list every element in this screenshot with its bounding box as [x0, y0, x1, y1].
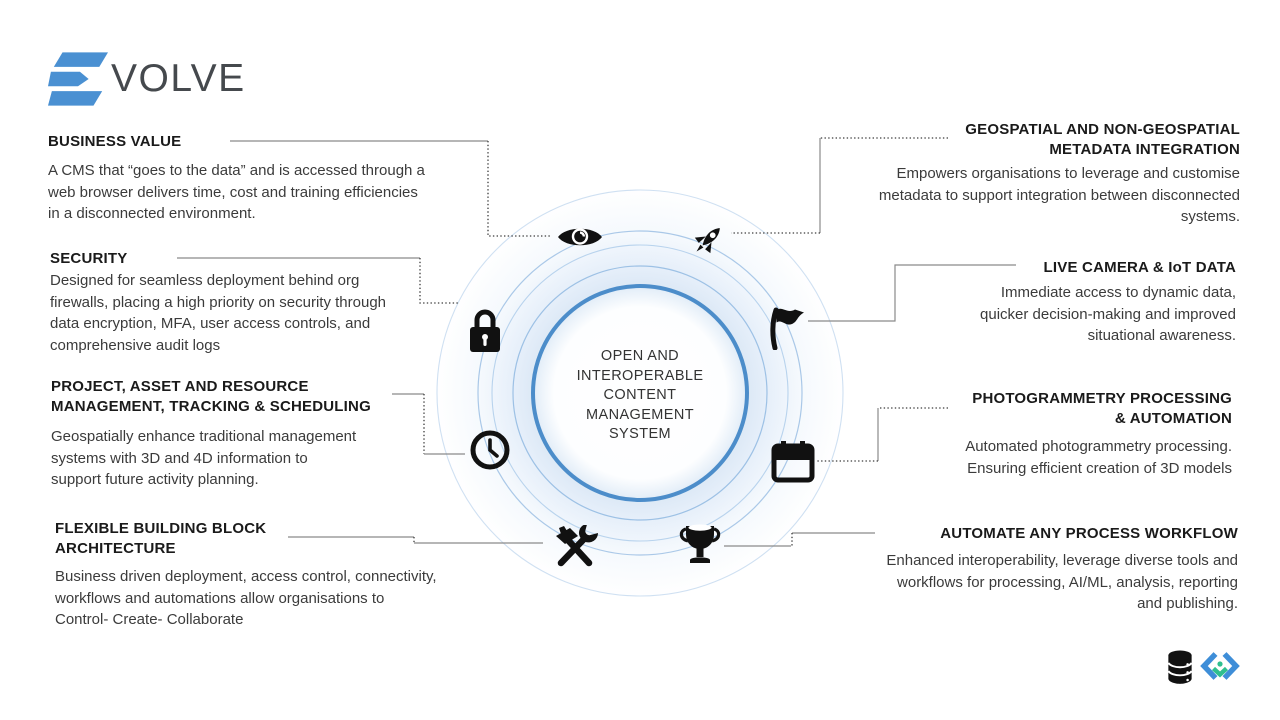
center-circle-label: OPEN AND INTEROPERABLE CONTENT MANAGEMEN… [576, 348, 704, 442]
flag-icon [766, 306, 806, 350]
company-logo-mark-icon [1200, 651, 1240, 681]
callout-title: BUSINESS VALUE [48, 133, 182, 150]
callout-body: Empowers organisations to leverage and c… [878, 165, 1240, 225]
callout-title: SECURITY [50, 250, 128, 267]
ring-outer-faint [436, 189, 844, 597]
callout-security: SECURITY Designed for seamless deploymen… [50, 249, 470, 356]
trophy-icon [679, 523, 721, 567]
callout-title: AUTOMATE ANY PROCESS WORKFLOW [940, 525, 1238, 542]
lock-icon [466, 306, 504, 354]
callout-title: GEOSPATIAL AND NON-GEOSPATIAL METADATA I… [965, 121, 1240, 158]
callout-body: A CMS that “goes to the data” and is acc… [48, 162, 425, 222]
brand-logo-text: VOLVE [111, 57, 246, 100]
callout-automate-workflow: AUTOMATE ANY PROCESS WORKFLOW Enhanced i… [808, 524, 1238, 615]
callout-body: Designed for seamless deployment behind … [50, 272, 386, 354]
eye-icon [557, 223, 603, 251]
callout-project-asset-resource: PROJECT, ASSET AND RESOURCE MANAGEMENT, … [51, 377, 471, 491]
connector-lines [177, 137, 1016, 547]
callout-geospatial-metadata: GEOSPATIAL AND NON-GEOSPATIAL METADATA I… [810, 120, 1240, 228]
evolve-e-mark-icon [48, 52, 108, 106]
ring-inner-thin [512, 265, 768, 521]
ring-main [531, 284, 749, 502]
database-icon [1166, 650, 1194, 684]
callout-flexible-architecture: FLEXIBLE BUILDING BLOCK ARCHITECTURE Bus… [55, 519, 485, 631]
callout-title: FLEXIBLE BUILDING BLOCK ARCHITECTURE [55, 520, 267, 557]
circle-glow [435, 188, 845, 598]
callout-body: Enhanced interoperability, leverage dive… [886, 552, 1238, 612]
callout-body: Business driven deployment, access contr… [55, 568, 437, 628]
callout-photogrammetry: PHOTOGRAMMETRY PROCESSING & AUTOMATION A… [812, 389, 1232, 479]
callout-body: Immediate access to dynamic data, quicke… [980, 284, 1236, 344]
tools-icon [551, 525, 599, 569]
callout-title: PHOTOGRAMMETRY PROCESSING & AUTOMATION [972, 390, 1232, 427]
callout-title: PROJECT, ASSET AND RESOURCE MANAGEMENT, … [51, 378, 371, 415]
clock-icon [469, 429, 511, 471]
brand-logo: VOLVE [48, 52, 246, 106]
callout-body: Automated photogrammetry processing. Ens… [965, 438, 1232, 477]
callout-business-value: BUSINESS VALUE A CMS that “goes to the d… [48, 132, 478, 225]
rocket-icon [686, 219, 728, 263]
ring-icon-track [477, 230, 803, 556]
callout-body: Geospatially enhance traditional managem… [51, 428, 357, 488]
ring-mid [491, 244, 789, 542]
callout-live-camera-iot: LIVE CAMERA & IoT DATA Immediate access … [816, 258, 1236, 347]
calendar-icon [771, 441, 815, 483]
callout-title: LIVE CAMERA & IoT DATA [1043, 259, 1236, 276]
